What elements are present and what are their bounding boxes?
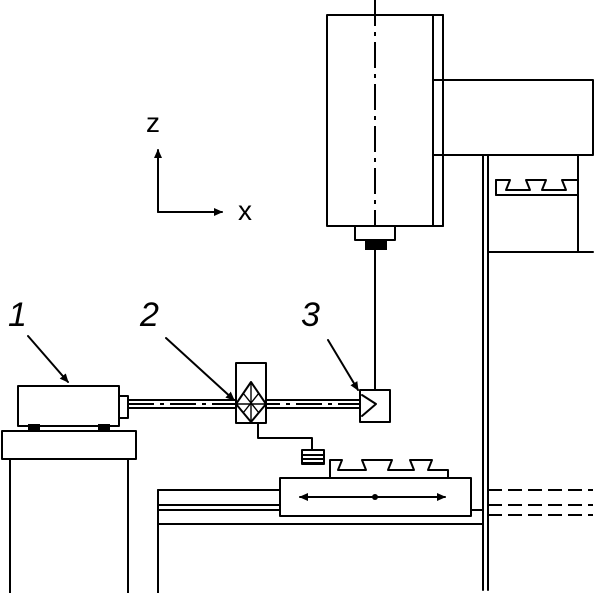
callout-1: 1	[8, 296, 69, 383]
machine-base	[157, 489, 593, 593]
callout-2-label: 2	[139, 296, 159, 334]
machine-frame	[432, 79, 594, 591]
z-axis-label: z	[146, 107, 160, 138]
retroreflector	[359, 389, 391, 423]
spindle-head	[326, 0, 444, 393]
laser-stand	[1, 430, 137, 593]
coordinate-axes: z x	[146, 107, 252, 226]
callout-3: 3	[301, 296, 359, 391]
machine-table	[279, 459, 472, 517]
callout-3-label: 3	[301, 296, 320, 334]
interferometer	[235, 362, 313, 451]
callout-2: 2	[139, 296, 235, 401]
environment-sensor	[301, 449, 325, 465]
laser-head	[17, 385, 129, 431]
callout-1-label: 1	[8, 296, 27, 334]
x-axis-label: x	[238, 195, 252, 226]
